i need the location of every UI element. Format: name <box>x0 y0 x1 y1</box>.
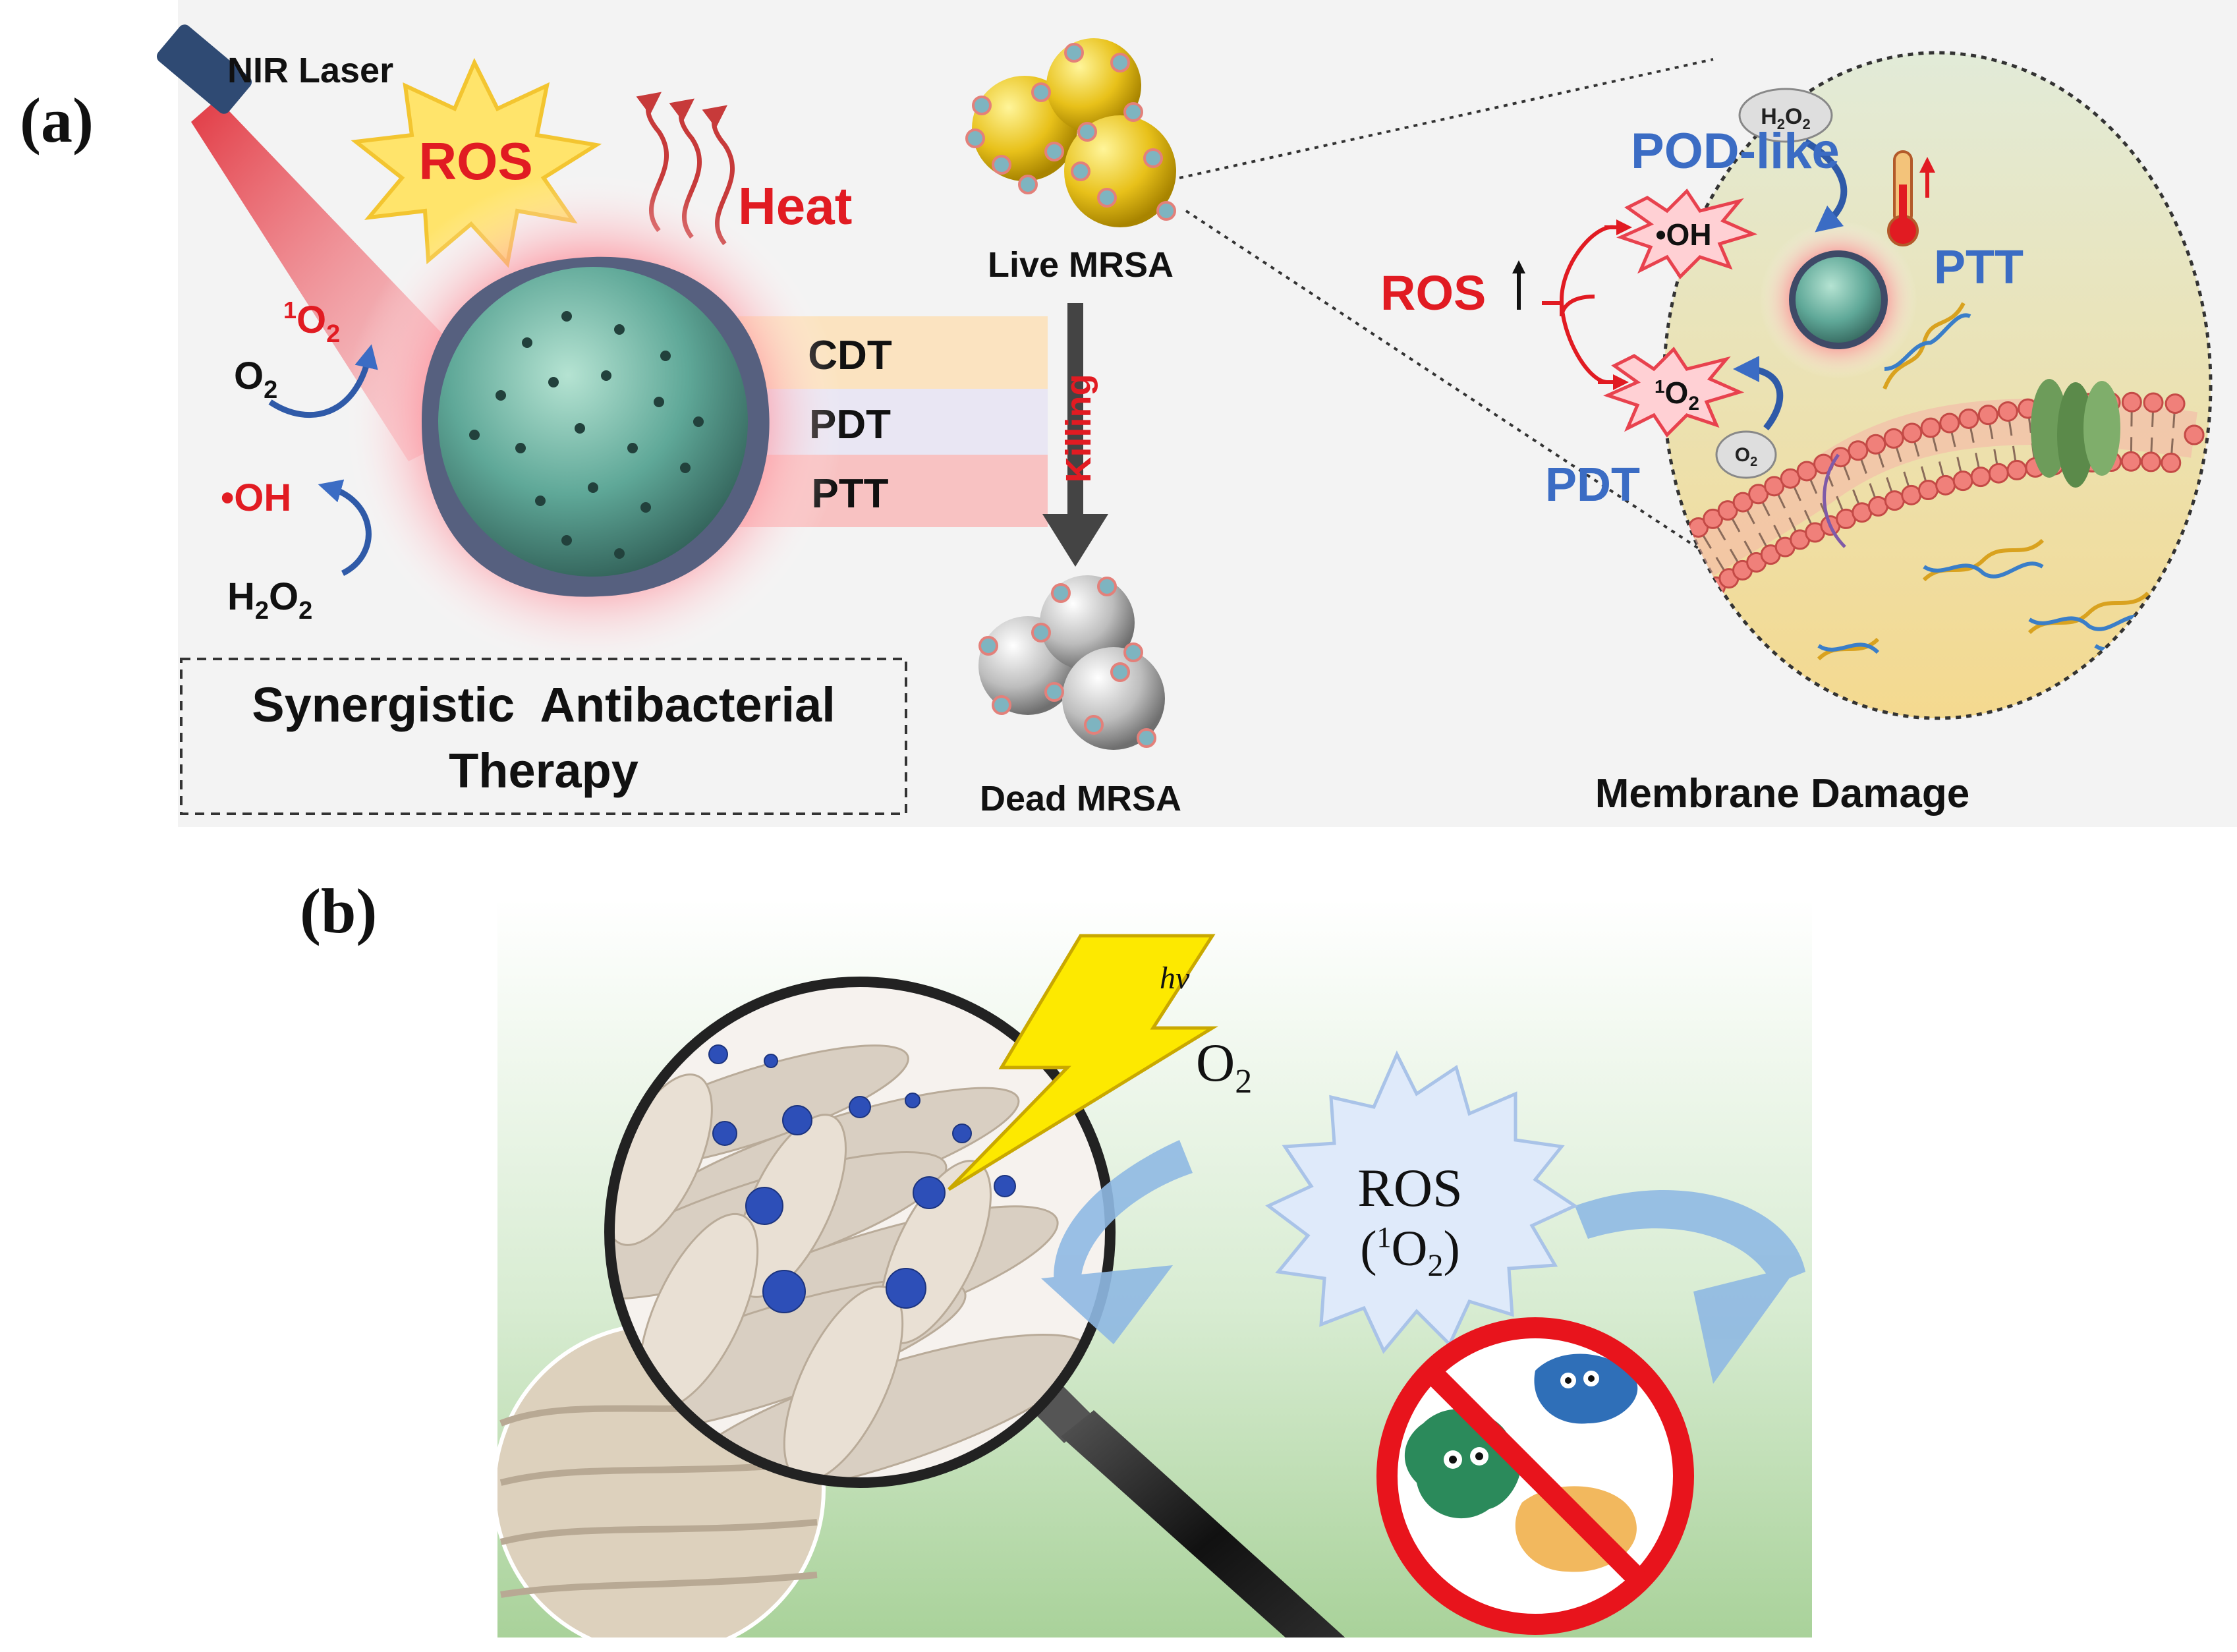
singlet-o2-label: 1O2 <box>283 297 340 348</box>
h2o2-arrow <box>318 479 372 577</box>
lipid-head <box>2120 451 2141 472</box>
lipid-head <box>1958 408 1979 429</box>
zoom-oh-label: •OH <box>1655 217 1711 252</box>
lipid-head <box>1780 468 1801 489</box>
zoom-ros-label: ROS <box>1380 266 1486 320</box>
lipid-head <box>1883 428 1904 449</box>
lipid-head <box>1748 484 1769 505</box>
pod-like-label: POD-like <box>1631 123 1840 179</box>
live-mrsa-cluster <box>965 38 1176 227</box>
textile-weave <box>609 982 1110 1483</box>
ros-flow-arrow <box>1575 1190 1805 1384</box>
zoom-h2o2-label: H2O2 <box>1761 104 1811 132</box>
lipid-head <box>1901 484 1922 505</box>
lipid-head <box>1920 417 1941 438</box>
b-ros-singlet-label: (1O2) <box>1360 1221 1460 1283</box>
membrane-damage-label: Membrane Damage <box>1595 771 1970 816</box>
zoom-pdt-label: PDT <box>1545 459 1640 511</box>
lipid-head <box>1848 440 1869 461</box>
membrane-protein <box>2031 379 2120 488</box>
lipid-head <box>1939 413 1960 434</box>
lipid-head <box>2006 459 2027 480</box>
lipid-head <box>2161 452 2182 473</box>
zoom-ellipse <box>1662 51 2213 720</box>
nanoparticle-pores <box>469 311 704 559</box>
dead-mrsa-cluster <box>978 575 1165 750</box>
lipid-head <box>1796 461 1817 482</box>
pod-arrow <box>1803 138 1848 233</box>
pdt-arrow <box>1733 356 1784 431</box>
lipid-head <box>1902 422 1923 443</box>
o2-bubble <box>1715 430 1777 479</box>
lipid-head <box>1865 434 1886 455</box>
panel-b <box>497 899 1812 1638</box>
lipid-head <box>1764 476 1785 497</box>
panel-a-label: (a) <box>20 85 94 156</box>
singlet-oxygen-reaction <box>268 344 378 418</box>
lipid-head <box>1935 474 1956 496</box>
o2-label: O2 <box>234 355 277 404</box>
nanoparticle-core <box>438 267 748 577</box>
b-o2-label: O2 <box>1196 1033 1252 1100</box>
hydroxyl-reaction <box>318 479 372 577</box>
hydroxyl-label: •OH <box>221 476 291 519</box>
lipid-head <box>1884 490 1905 511</box>
zoom-singlet-label: 1O2 <box>1655 376 1699 414</box>
lipid-head <box>1977 405 1998 426</box>
zoom-ptt-label: PTT <box>1934 241 2024 294</box>
lipid-head <box>1988 463 2009 484</box>
lipid-head <box>1830 447 1851 468</box>
h2o2-label: H2O2 <box>227 575 312 625</box>
killing-label: Killing <box>1059 374 1098 483</box>
b-ros-label: ROS <box>1357 1158 1463 1218</box>
lipid-head <box>2121 391 2142 413</box>
zoom-nanoparticle <box>1789 250 1888 349</box>
no-sign-ring <box>1376 1317 1694 1635</box>
lipid-head <box>1952 470 1973 492</box>
magnifier <box>604 977 1116 1488</box>
synergy-line-2: Therapy <box>449 743 638 798</box>
lipid-head <box>2140 451 2161 472</box>
heat-label: Heat <box>738 177 852 235</box>
photosensitizer-particles <box>708 1044 1016 1313</box>
ros-burst-label: ROS <box>418 132 532 190</box>
dead-mrsa-label: Dead MRSA <box>980 779 1181 818</box>
zoom-connectors <box>1179 58 1728 568</box>
h2o2-bubble <box>1738 88 1833 143</box>
o2-arrow <box>268 344 378 418</box>
singlet-burst <box>1603 347 1745 438</box>
no-sign-slash <box>1425 1366 1645 1586</box>
lipid-head <box>1997 401 2018 422</box>
magnifier-rim <box>604 977 1116 1488</box>
synergy-box <box>180 658 907 815</box>
laser-emitter <box>156 24 252 114</box>
zoom-o2-label: O2 <box>1735 444 1757 469</box>
lipid-head <box>2165 393 2186 414</box>
lipid-head <box>1732 492 1753 513</box>
no-bacteria-sign <box>1376 1317 1694 1635</box>
lipid-head <box>1970 467 1991 488</box>
ptt-arc <box>1823 453 1846 548</box>
lipid-head <box>1917 480 1939 501</box>
o2-flow-arrow <box>1041 1140 1193 1344</box>
thermometer-icon <box>1887 150 1935 246</box>
panel-b-label: (b) <box>300 876 377 946</box>
lipid-head <box>2143 392 2164 413</box>
lightning-bolt-icon <box>948 934 1218 1191</box>
killing-arrow <box>1042 303 1108 567</box>
live-mrsa-label: Live MRSA <box>988 245 1174 285</box>
laser-label: NIR Laser <box>227 51 393 90</box>
hv-label: hν <box>1160 961 1190 996</box>
nanoparticle <box>343 171 843 672</box>
lipid-head <box>2184 424 2205 445</box>
synergy-line-1: Synergistic Antibacterial <box>252 677 835 732</box>
